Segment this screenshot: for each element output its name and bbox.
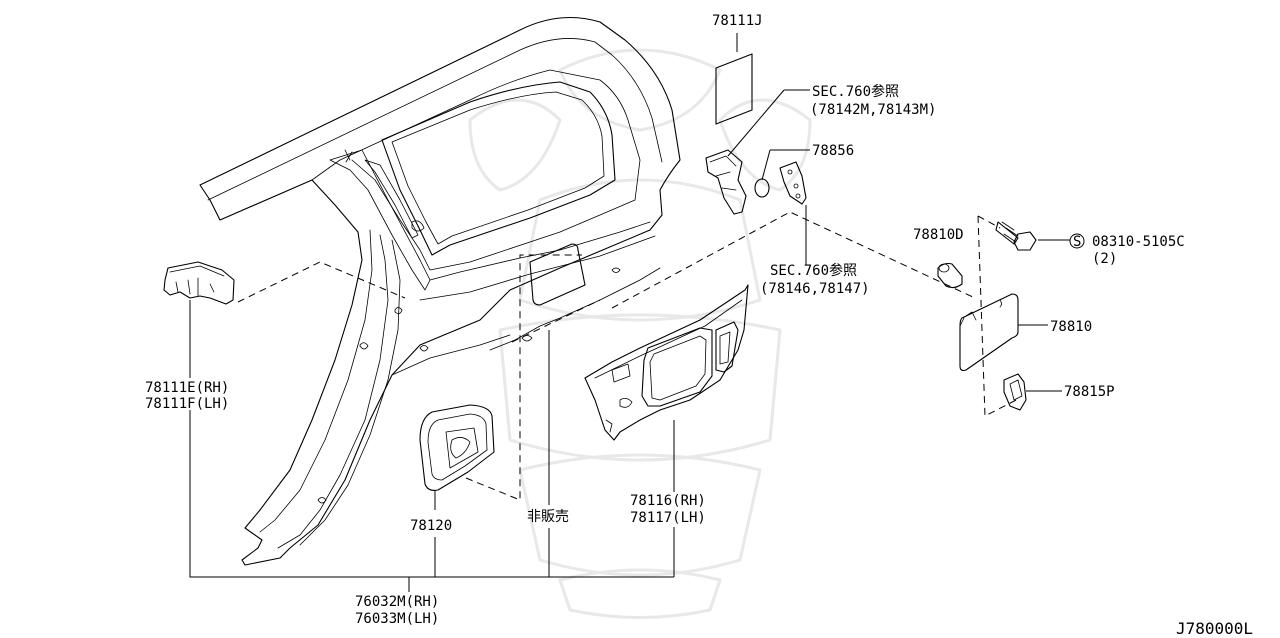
- label-sec760-b-line1: SEC.760参照: [770, 262, 857, 279]
- stopper-78810d: [937, 262, 963, 289]
- label-08310-qty: (2): [1092, 251, 1117, 267]
- bolt-08310: [995, 221, 1037, 251]
- label-sec760-a-line1: SEC.760参照: [812, 83, 899, 100]
- bracket-78142m: [705, 149, 747, 215]
- bolt-symbol: S: [1073, 234, 1081, 250]
- label-78810d: 78810D: [913, 227, 964, 243]
- label-78815p: 78815P: [1064, 384, 1115, 400]
- label-78810: 78810: [1050, 319, 1092, 335]
- label-78117: 78117(LH): [630, 510, 706, 526]
- label-sec760-a-line2: (78142M,78143M): [810, 102, 936, 118]
- label-78856: 78856: [812, 143, 854, 159]
- label-78111e: 78111E(RH): [145, 380, 229, 396]
- leader-lines: [189, 33, 1085, 592]
- fuel-lid-78810: [959, 293, 1019, 372]
- label-not-for-sale: 非販売: [527, 509, 569, 525]
- label-78116: 78116(RH): [630, 493, 706, 509]
- clip-78815p: [1003, 373, 1027, 411]
- label-78111j: 78111J: [712, 13, 763, 29]
- inner-panel-78116: [584, 284, 749, 441]
- dashed-lines: [237, 211, 1021, 501]
- label-78111f: 78111F(LH): [145, 396, 229, 412]
- diagram-code: J780000L: [1176, 619, 1253, 638]
- label-08310-5105c: 08310-5105C: [1092, 234, 1185, 250]
- label-76033m: 76033M(LH): [355, 611, 439, 627]
- label-sec760-b-line2: (78146,78147): [760, 281, 870, 297]
- part-labels: 78111J SEC.760参照 (78142M,78143M) 78856 S…: [145, 13, 1253, 638]
- bracket-78111e: [163, 261, 235, 305]
- fuel-filler-pocket-78120: [419, 404, 495, 491]
- label-78120: 78120: [410, 518, 452, 534]
- plate-78146: [779, 161, 807, 205]
- label-76032m: 76032M(RH): [355, 594, 439, 610]
- background-emblem: [468, 48, 812, 619]
- patch-78111j: [715, 53, 753, 125]
- body-side-outer-panel: [199, 16, 681, 566]
